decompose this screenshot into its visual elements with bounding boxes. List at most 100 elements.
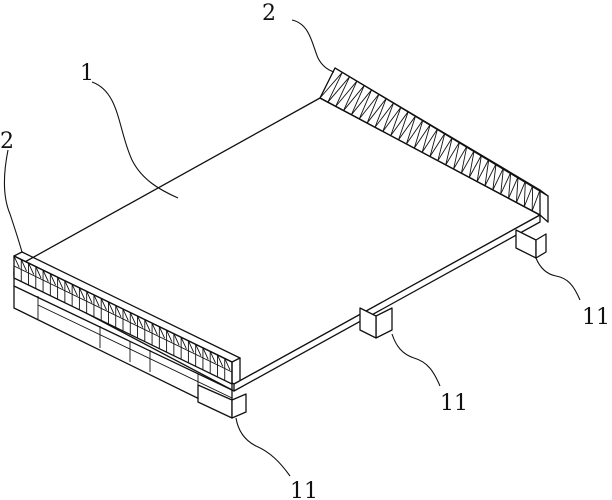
hatch-line [57, 277, 64, 289]
hatch-line [492, 168, 504, 191]
hatch-line [374, 98, 387, 128]
hatch-line [137, 315, 144, 328]
hatch-line [484, 163, 497, 186]
hatch-line [122, 308, 129, 321]
foot-front [197, 384, 247, 419]
hatch-line [429, 128, 438, 157]
hatch-line [421, 128, 438, 153]
label-foot-front: 11 [290, 479, 318, 500]
hatch-line [476, 159, 490, 182]
hatch-line [358, 89, 373, 120]
hatch-line [42, 269, 49, 282]
hatch-line [93, 294, 100, 307]
leader-foot-back-right [535, 257, 581, 301]
hatch-line [508, 176, 519, 199]
hatch-line [500, 172, 512, 195]
hatch-line [413, 124, 431, 149]
hatch-line [20, 259, 27, 272]
hatch-line [390, 107, 402, 136]
hatch-line [421, 124, 431, 153]
hatch-line [166, 330, 173, 342]
hatch-line [108, 301, 115, 314]
hatch-line [508, 172, 512, 199]
hatch-line [335, 80, 358, 107]
hatch-line [35, 266, 42, 279]
hatch-line [460, 146, 468, 174]
hatch-line [453, 146, 468, 170]
hatch-line [437, 137, 453, 161]
leader-sidewall-front [4, 149, 23, 253]
hatch-line [437, 133, 446, 161]
hatch-line [115, 305, 122, 318]
hatch-line [500, 168, 504, 195]
hatch-line [374, 102, 394, 128]
hatch-line [413, 120, 424, 149]
leader-lines [4, 19, 581, 477]
hatch-line [64, 280, 71, 293]
hatch-line [461, 150, 475, 174]
hatch-line [445, 137, 453, 165]
hatch-line [468, 150, 475, 178]
hatch-line [429, 133, 446, 157]
hatch-line [492, 163, 497, 190]
hatch-line [343, 85, 365, 111]
hatch-line [319, 67, 336, 99]
hatch-line [351, 89, 372, 115]
hatch-line [382, 102, 394, 132]
hatch-line [476, 155, 482, 182]
hatch-line [100, 298, 107, 311]
label-panel: 1 [80, 61, 94, 86]
hatch-line [224, 358, 231, 371]
label-sidewall-front: 2 [0, 129, 14, 154]
hatch-line [86, 291, 93, 304]
hatch-line [28, 262, 35, 275]
hatch-line [398, 115, 416, 141]
foot-back-right [515, 229, 547, 259]
hatch-line [173, 333, 180, 346]
hatch-line [129, 312, 136, 325]
hatch-line [351, 85, 365, 115]
leader-foot-middle [391, 333, 441, 387]
hatch-line [187, 340, 195, 353]
hatch-line [209, 351, 216, 364]
hatch-line [406, 120, 424, 145]
hatch-line [319, 72, 343, 99]
hatch-line [71, 284, 78, 296]
hatch-line [202, 347, 209, 360]
hatch-line [484, 159, 490, 186]
hatch-line [327, 72, 343, 103]
hatch-line [217, 354, 224, 367]
hatch-line [343, 80, 358, 111]
hatch-line [158, 326, 166, 339]
hatch-line [13, 255, 20, 268]
leader-sidewall-back [291, 19, 335, 73]
leader-panel [91, 81, 179, 199]
hatch-line [335, 76, 351, 107]
hatch-line [516, 181, 526, 203]
hatch-line [445, 141, 460, 166]
hatch-line [180, 337, 187, 349]
hatch-line [398, 111, 409, 140]
hatch-line [327, 76, 350, 103]
hatch-line [366, 93, 380, 124]
hatch-line [151, 322, 158, 335]
hatch-line [366, 98, 387, 124]
hatch-line [531, 185, 534, 211]
hatch-line [49, 273, 57, 286]
hatch-line [523, 185, 534, 207]
label-sidewall-back: 2 [262, 1, 276, 26]
sidewall-front [13, 251, 241, 385]
hatch-line [515, 176, 519, 203]
label-foot-back-right: 11 [582, 305, 610, 330]
sidewall-back [319, 67, 549, 223]
hatch-line [390, 111, 409, 136]
foot-middle [359, 307, 393, 339]
hatch-line [358, 93, 380, 120]
hatch-line [406, 115, 416, 145]
label-foot-middle: 11 [440, 391, 468, 416]
hatch-line [468, 154, 482, 178]
hatch-line [382, 106, 402, 132]
hatch-line [531, 189, 541, 211]
hatch-line [78, 287, 86, 300]
